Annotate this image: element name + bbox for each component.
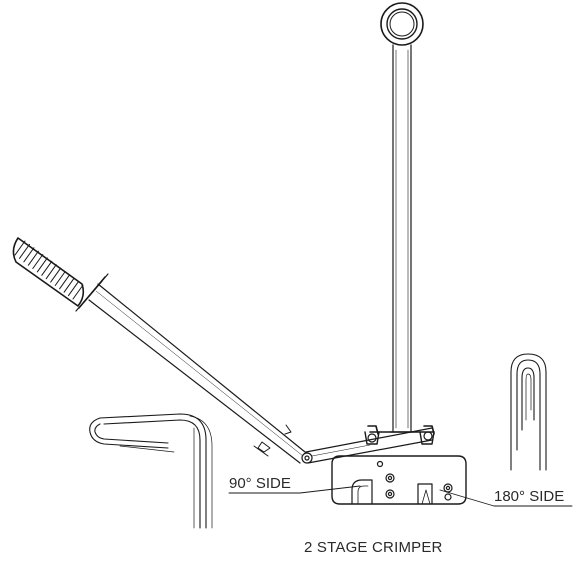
label-180-side: 180° SIDE bbox=[494, 488, 565, 505]
vertical-handle bbox=[380, 2, 424, 433]
lever-handle bbox=[75, 273, 306, 464]
label-90-side: 90° SIDE bbox=[229, 475, 291, 492]
linkage-arms bbox=[253, 424, 435, 464]
crimper-base bbox=[331, 455, 467, 505]
leader-lines bbox=[228, 485, 573, 507]
handle-grip bbox=[12, 237, 85, 307]
wire-sample-180 bbox=[510, 353, 547, 471]
wire-sample-90 bbox=[89, 413, 213, 529]
diagram-caption: 2 STAGE CRIMPER bbox=[304, 539, 443, 556]
